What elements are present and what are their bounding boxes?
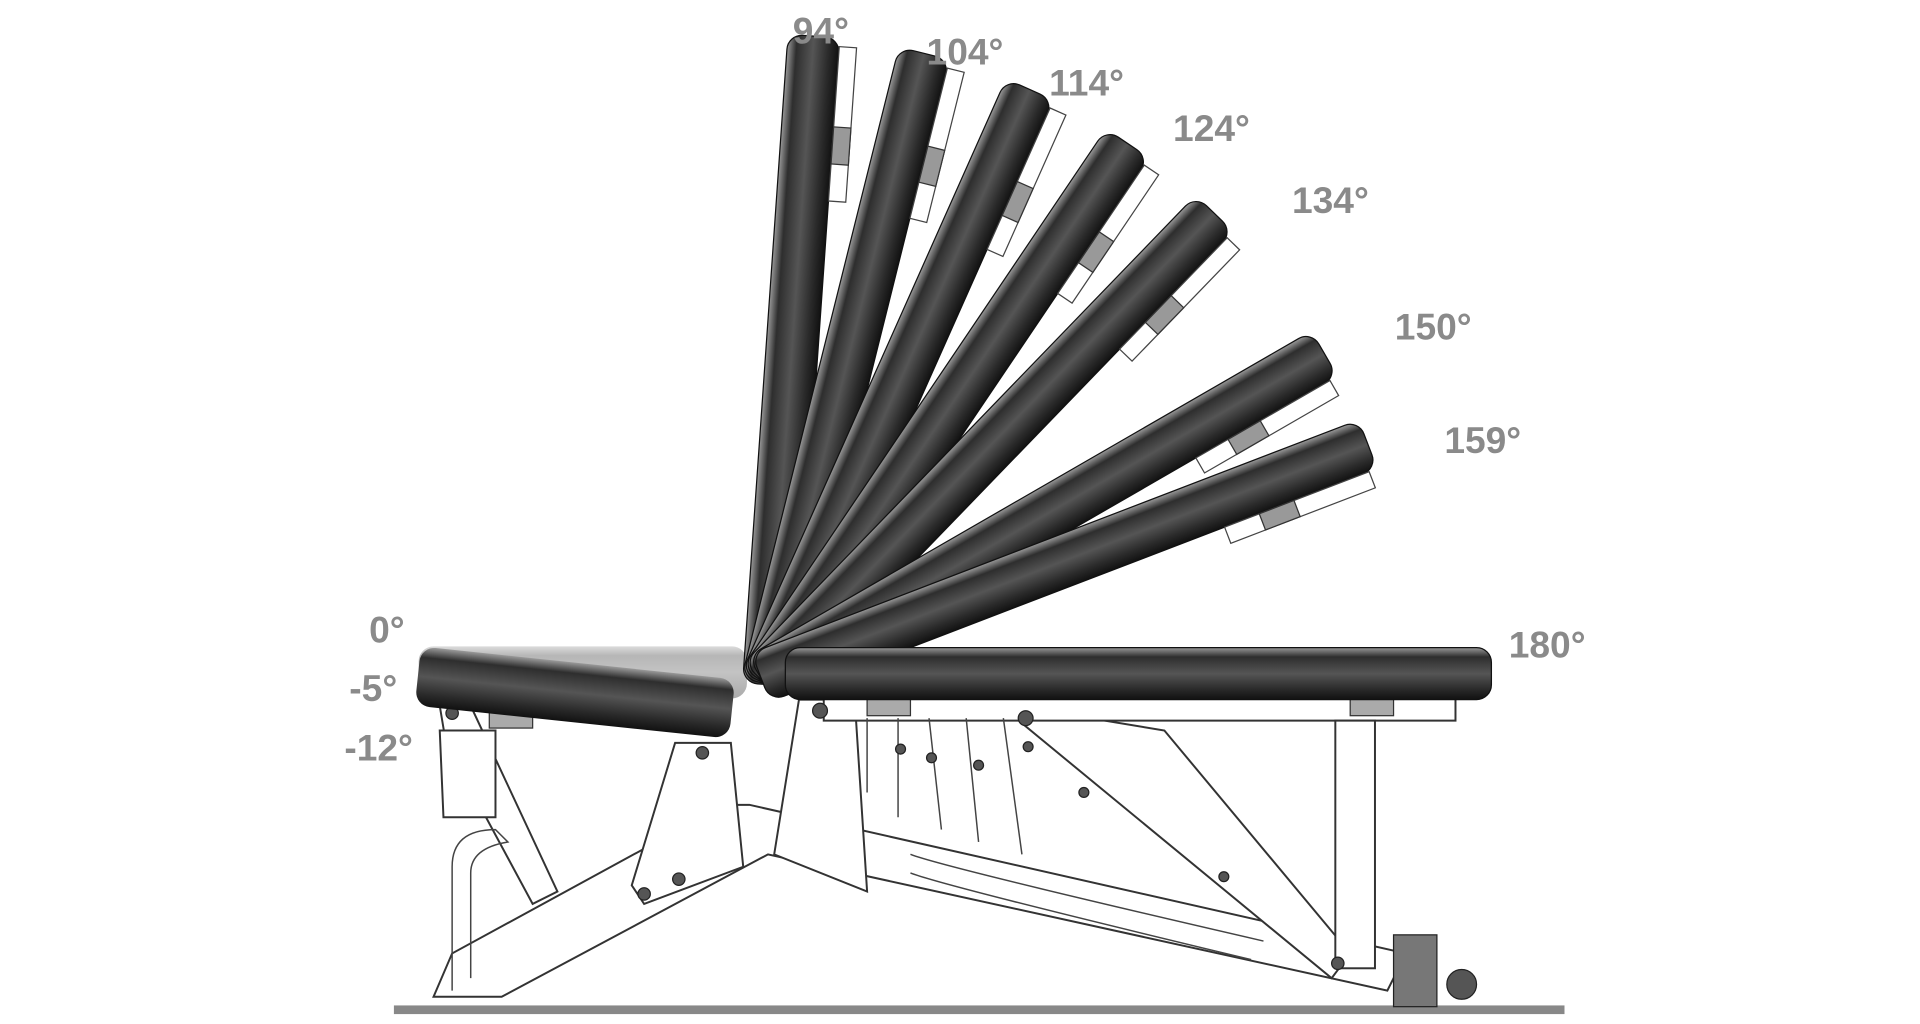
seat-angle-label-0: 0°	[369, 609, 405, 651]
backrest-pad-159	[755, 423, 1377, 698]
angle-label-159: 159°	[1444, 419, 1521, 461]
seat-angle-label-minus-12: -12°	[344, 726, 413, 768]
backrest-pad-94	[742, 34, 858, 687]
angle-label-114: 114°	[1049, 61, 1124, 103]
angle-label-180: 180°	[1509, 623, 1586, 665]
backrest-pad-124	[747, 134, 1160, 692]
backrest-pad-114	[745, 83, 1067, 690]
angle-label-150: 150°	[1395, 305, 1472, 347]
angle-label-104: 104°	[927, 30, 1004, 72]
floor-line	[393, 1005, 1565, 1015]
backrest-pad-134	[749, 200, 1241, 694]
backrest-pad-180	[784, 646, 1493, 701]
angle-label-124: 124°	[1173, 107, 1250, 149]
seat-pad	[416, 647, 734, 738]
angle-label-94: 94°	[793, 9, 849, 51]
backrest-positions	[742, 34, 1493, 701]
angle-label-134: 134°	[1292, 179, 1369, 221]
seat-angle-label-minus-5: -5°	[349, 667, 397, 709]
angle-labels: 94° 104° 114° 124° 134° 150° 159° 180° 0…	[344, 9, 1585, 768]
bench-frame	[432, 692, 1478, 1008]
